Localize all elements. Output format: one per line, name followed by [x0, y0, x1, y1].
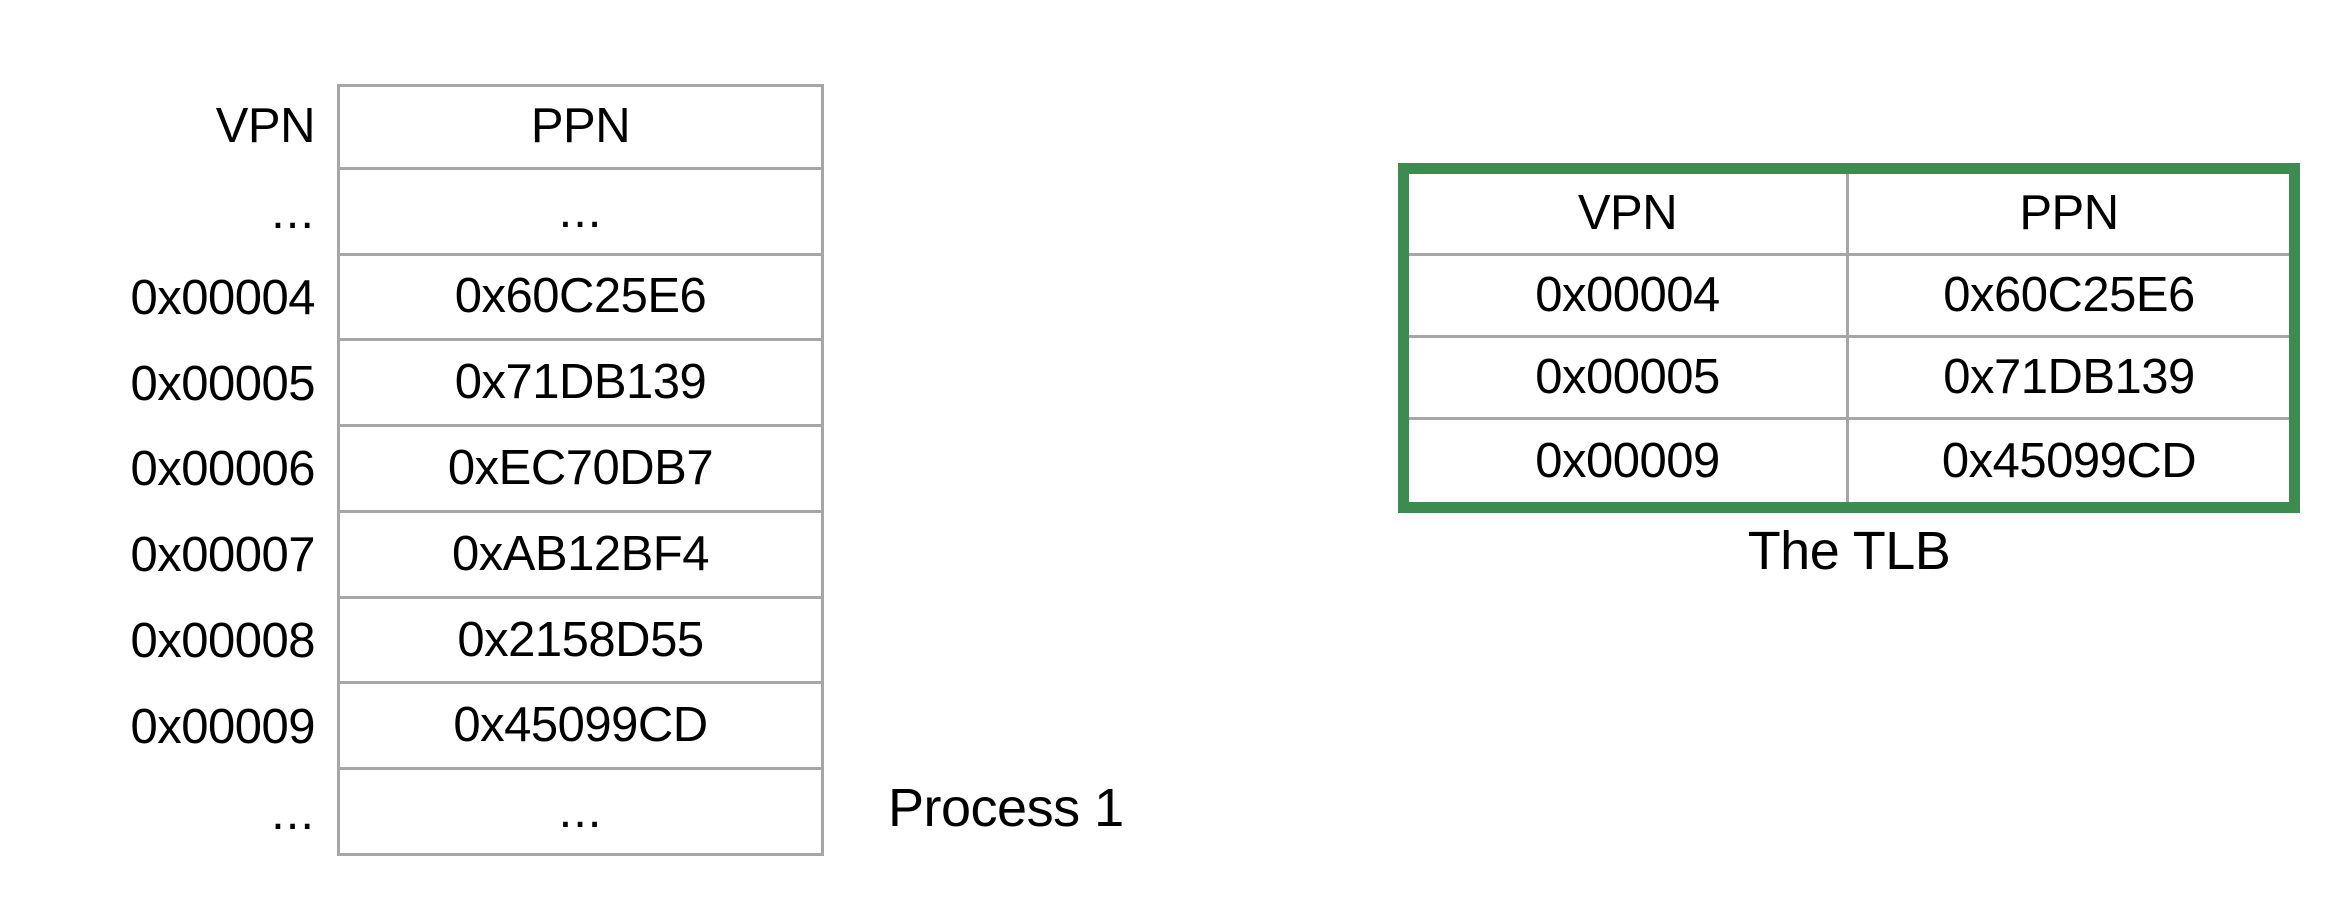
page-table-row-vpn: 0x00005: [130, 356, 315, 411]
page-table-caption: Process 1 Page Table: [888, 650, 1152, 916]
page-table-grid: VPN PPN ... ... 0x00004 0x60C25E6 0x0000…: [0, 84, 824, 856]
page-table-row-vpn: 0x00006: [130, 442, 315, 497]
page-table-row-vpn: ...: [271, 185, 315, 240]
page-table-row-ppn: 0x45099CD: [337, 684, 824, 771]
tlb-row-ppn: 0x45099CD: [1941, 433, 2197, 488]
page-table-row-ppn: 0x71DB139: [337, 341, 824, 428]
page-table-caption-line1: Process 1: [888, 778, 1124, 839]
tlb-outer-border: VPN PPN 0x00004 0x60C25E6 0x00005 0x71DB…: [1398, 163, 2300, 513]
tlb-grid: VPN PPN 0x00004 0x60C25E6 0x00005 0x71DB…: [1409, 174, 2289, 502]
page-table-row-vpn: 0x00007: [130, 528, 315, 583]
page-table-row-ppn: 0xAB12BF4: [337, 512, 824, 599]
page-table-header-ppn: PPN: [337, 84, 824, 170]
page-table-row-ppn: 0x60C25E6: [337, 255, 824, 342]
page-table-row-vpn: 0x00009: [130, 699, 315, 754]
page-table-row-vpn: ...: [271, 785, 315, 840]
page-table-row-ppn: ...: [337, 770, 824, 856]
page-table-row-ppn: 0xEC70DB7: [337, 427, 824, 513]
page-table-row-ppn: ...: [337, 169, 824, 256]
tlb-row-vpn: 0x00005: [1409, 338, 1849, 420]
tlb-row-vpn: 0x00004: [1409, 256, 1849, 338]
tlb-row-ppn: 0x60C25E6: [1849, 256, 2289, 338]
tlb-header-ppn: PPN: [1849, 174, 2289, 256]
tlb-row-vpn: 0x00009: [1409, 420, 1849, 502]
tlb-caption: The TLB: [1747, 521, 1951, 581]
tlb-table: VPN PPN 0x00004 0x60C25E6 0x00005 0x71DB…: [1398, 163, 2300, 513]
tlb-row-ppn: 0x71DB139: [1849, 338, 2289, 420]
page-table-row-vpn: 0x00008: [130, 614, 315, 669]
page-table-row-ppn: 0x2158D55: [337, 598, 824, 685]
tlb-header-vpn: VPN: [1409, 174, 1849, 256]
page-table-header-vpn: VPN: [215, 99, 316, 154]
page-table-row-vpn: 0x00004: [130, 270, 315, 325]
page-table: VPN PPN ... ... 0x00004 0x60C25E6 0x0000…: [0, 84, 824, 856]
